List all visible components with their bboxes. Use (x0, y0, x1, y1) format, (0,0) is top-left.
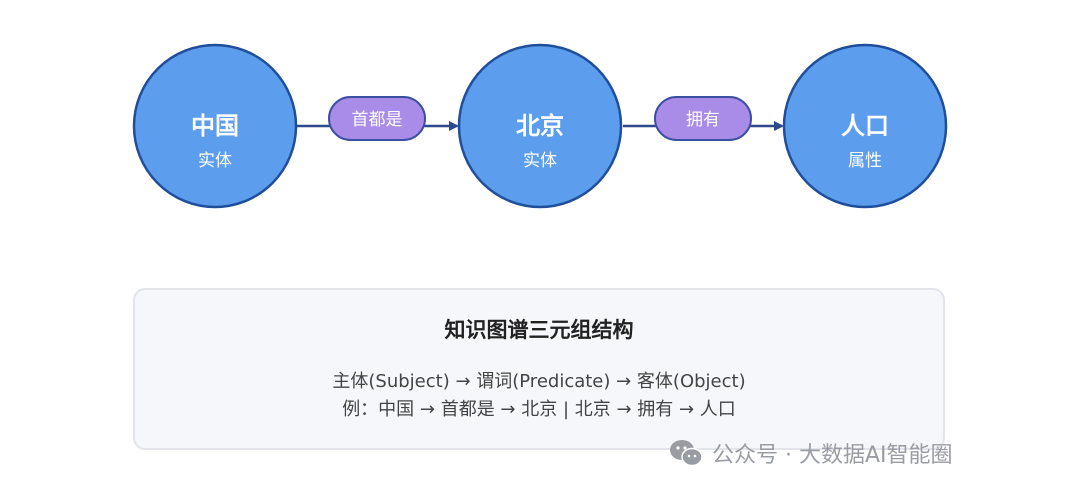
node-subtitle: 属性 (848, 151, 882, 171)
node-population[interactable]: 人口 属性 (782, 43, 948, 209)
node-subtitle: 实体 (523, 151, 557, 171)
watermark: 公众号 · 大数据AI智能圈 (668, 436, 953, 470)
node-beijing[interactable]: 北京 实体 (457, 43, 623, 209)
node-title: 北京 (516, 112, 564, 140)
node-china[interactable]: 中国 实体 (132, 43, 298, 209)
relation-label: 拥有 (686, 110, 720, 130)
node-title: 中国 (191, 112, 239, 140)
example-line: 例：中国 → 首都是 → 北京 | 北京 → 拥有 → 人口 (342, 399, 736, 420)
wechat-icon (670, 440, 703, 467)
relation-capital-is[interactable]: 首都是 (328, 96, 426, 141)
relation-has[interactable]: 拥有 (654, 96, 752, 141)
triple-structure-card: 知识图谱三元组结构 主体(Subject) → 谓词(Predicate) → … (133, 288, 945, 450)
card-title: 知识图谱三元组结构 (444, 318, 634, 342)
knowledge-graph-diagram: 中国 实体 北京 实体 人口 属性 首都是 拥有 (132, 43, 948, 209)
node-subtitle: 实体 (198, 151, 232, 171)
structure-line: 主体(Subject) → 谓词(Predicate) → 客体(Object) (332, 371, 746, 392)
relation-label: 首都是 (352, 110, 403, 130)
node-title: 人口 (841, 112, 889, 140)
watermark-text: 公众号 · 大数据AI智能圈 (712, 443, 953, 468)
